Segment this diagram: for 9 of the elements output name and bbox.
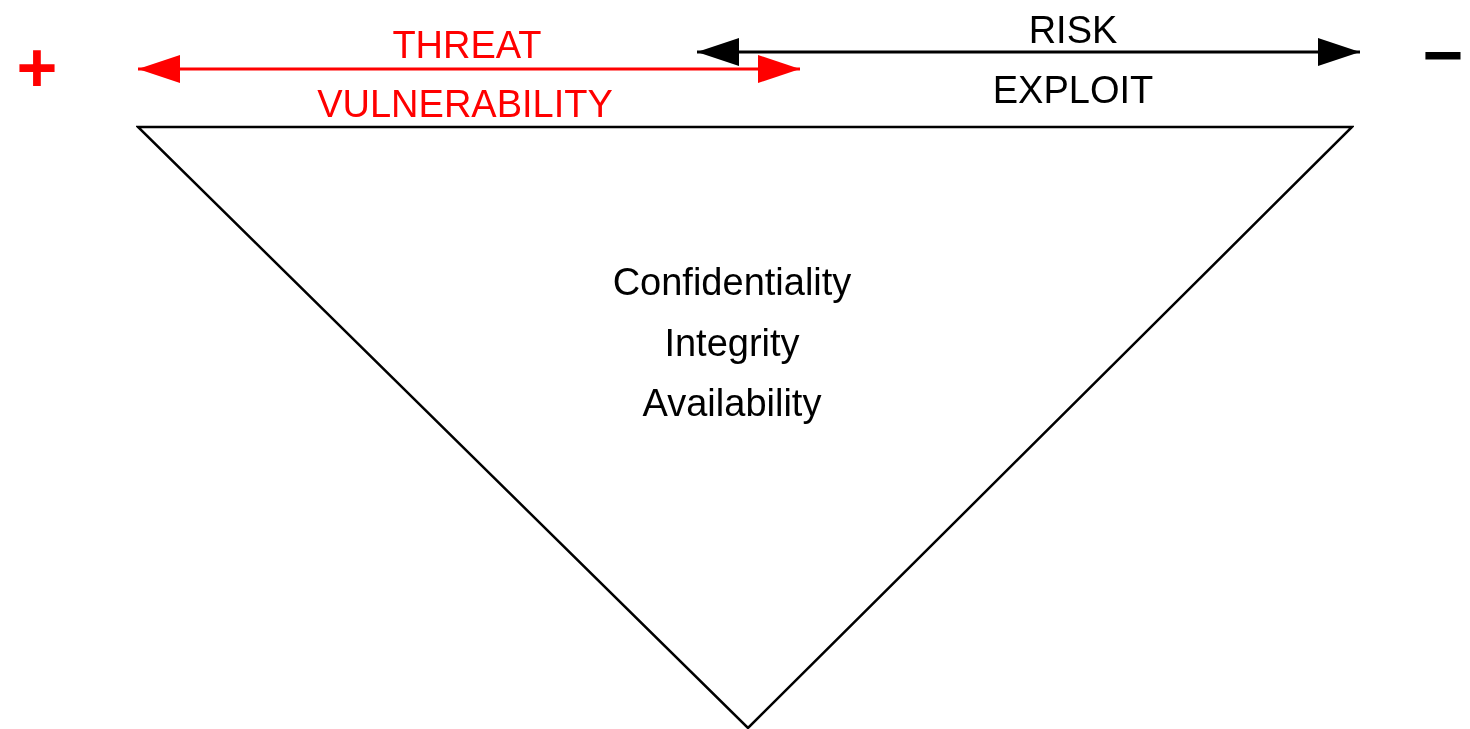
triangle-text: Availability (642, 384, 822, 422)
range-label: EXPLOIT (992, 71, 1154, 109)
plus-sign: + (16, 33, 58, 103)
minus-sign: − (1422, 20, 1464, 90)
range-label: THREAT (392, 26, 542, 64)
range-label: RISK (1028, 11, 1118, 49)
triangle-text: Confidentiality (612, 263, 852, 301)
triangle-text: Integrity (664, 324, 800, 362)
range-label: VULNERABILITY (317, 85, 613, 123)
